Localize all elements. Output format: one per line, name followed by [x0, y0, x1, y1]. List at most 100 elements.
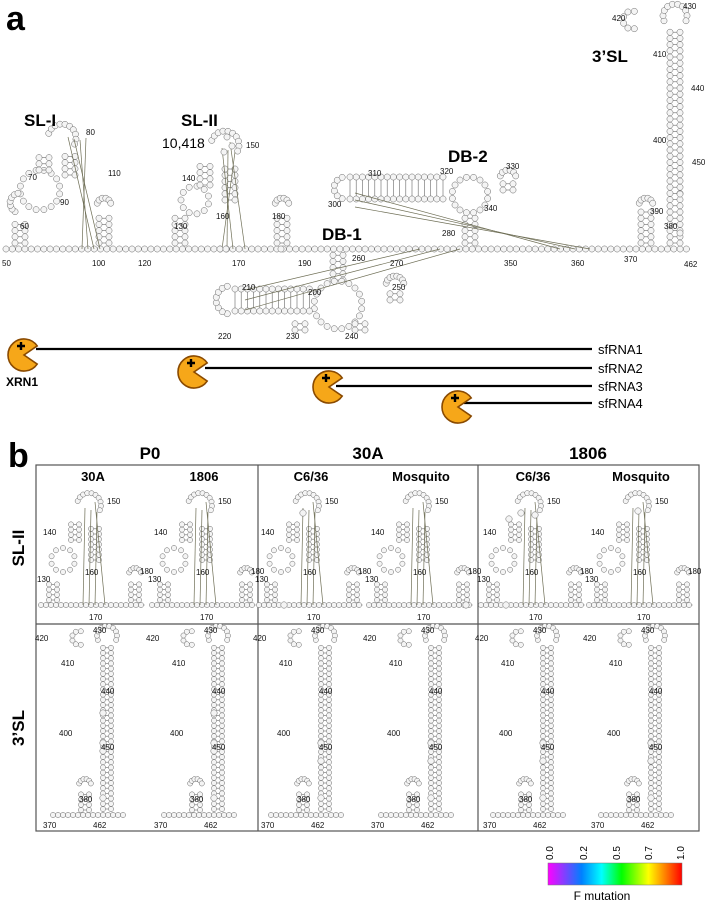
nucleotide: [286, 245, 293, 253]
nucleotide: [239, 581, 245, 588]
nucleotide: [656, 754, 662, 760]
nucleotide: [644, 507, 651, 514]
nucleotide: [428, 764, 434, 771]
nucleotide: [436, 754, 442, 760]
nucleotide: [306, 546, 312, 553]
nucleotide: [418, 812, 424, 818]
nucleotide: [644, 551, 650, 558]
nucleotide: [631, 602, 637, 608]
nucleotide: [594, 597, 600, 603]
nucleotide: [329, 270, 337, 278]
nucleotide: [211, 655, 217, 662]
nucleotide: [540, 780, 546, 786]
nucleotide: [318, 670, 324, 677]
nucleotide: [608, 569, 614, 575]
nucleotide: [465, 569, 472, 576]
nucleotide: [179, 204, 187, 211]
nucleotide: [656, 644, 662, 651]
nucleotide: [178, 566, 184, 573]
nucleotide: [548, 702, 554, 708]
nucleotide: [648, 800, 654, 807]
sl2-position-number: 140: [43, 528, 57, 537]
nucleotide: [294, 526, 300, 533]
nucleotide: [676, 84, 684, 92]
num-150: 150: [246, 141, 260, 150]
nucleotide: [666, 72, 674, 79]
nucleotide: [339, 251, 347, 259]
nucleotide: [105, 233, 113, 241]
nucleotide: [211, 785, 217, 792]
nucleotide: [290, 641, 297, 648]
nucleotide: [318, 728, 324, 734]
label-sl2: SL-II: [181, 111, 218, 130]
nucleotide: [193, 210, 201, 218]
nucleotide: [408, 812, 414, 818]
nucleotide: [638, 812, 644, 818]
nucleotide: [560, 812, 566, 818]
num-200: 200: [308, 288, 322, 297]
nucleotide: [128, 586, 134, 593]
nucleotide: [548, 670, 554, 677]
nucleotide: [304, 807, 310, 813]
nucleotide: [21, 233, 29, 241]
nucleotide: [171, 812, 177, 818]
nucleotide: [55, 812, 61, 818]
nucleotide: [108, 806, 114, 812]
nucleotide: [318, 764, 324, 771]
nucleotide: [185, 245, 193, 253]
nucleotide: [378, 812, 384, 818]
nucleotide: [301, 602, 307, 608]
nucleotide: [301, 320, 309, 328]
nucleotide: [648, 660, 654, 667]
nucleotide: [536, 546, 542, 553]
nucleotide: [61, 159, 69, 166]
nucleotide: [648, 650, 654, 656]
nucleotide: [34, 245, 41, 253]
nucleotide: [607, 245, 615, 253]
nucleotide: [637, 214, 645, 222]
nucleotide: [666, 41, 674, 48]
nucleotide: [436, 780, 442, 786]
nucleotide: [509, 186, 517, 194]
nucleotide: [346, 586, 352, 593]
nucleotide: [100, 696, 106, 703]
nucleotide: [601, 245, 608, 253]
nucleotide: [568, 597, 574, 603]
nucleotide: [548, 660, 554, 667]
nucleotide: [676, 66, 684, 73]
nucleotide: [666, 214, 674, 222]
nucleotide: [666, 97, 674, 104]
nucleotide: [231, 307, 239, 315]
nucleotide: [93, 602, 99, 608]
nucleotide: [261, 602, 267, 608]
nucleotide: [108, 764, 114, 771]
nucleotide: [210, 739, 218, 747]
nucleotide: [636, 541, 642, 548]
nucleotide: [396, 526, 402, 533]
sl2-position-number: 170: [89, 613, 103, 622]
sl3-position-number: 440: [101, 687, 115, 696]
colorbar-tick-1: 0.2: [579, 846, 590, 860]
nucleotide: [401, 602, 407, 608]
nucleotide: [462, 245, 470, 253]
nucleotide: [342, 245, 350, 253]
nucleotide: [647, 214, 655, 222]
sl2-position-number: 150: [655, 497, 669, 506]
nucleotide: [110, 812, 116, 818]
nucleotide: [664, 245, 671, 253]
nucleotide: [306, 536, 312, 543]
xrn1-enzyme: [312, 370, 344, 404]
nucleotide: [461, 239, 469, 247]
nucleotide: [647, 233, 655, 241]
nucleotide: [211, 806, 217, 812]
nucleotide: [616, 602, 622, 608]
nucleotide: [624, 24, 632, 32]
nucleotide: [525, 245, 533, 253]
nucleotide: [149, 602, 155, 608]
nucleotide: [176, 812, 182, 818]
nucleotide: [416, 531, 422, 537]
nucleotide: [620, 245, 627, 253]
nucleotide: [391, 602, 397, 608]
